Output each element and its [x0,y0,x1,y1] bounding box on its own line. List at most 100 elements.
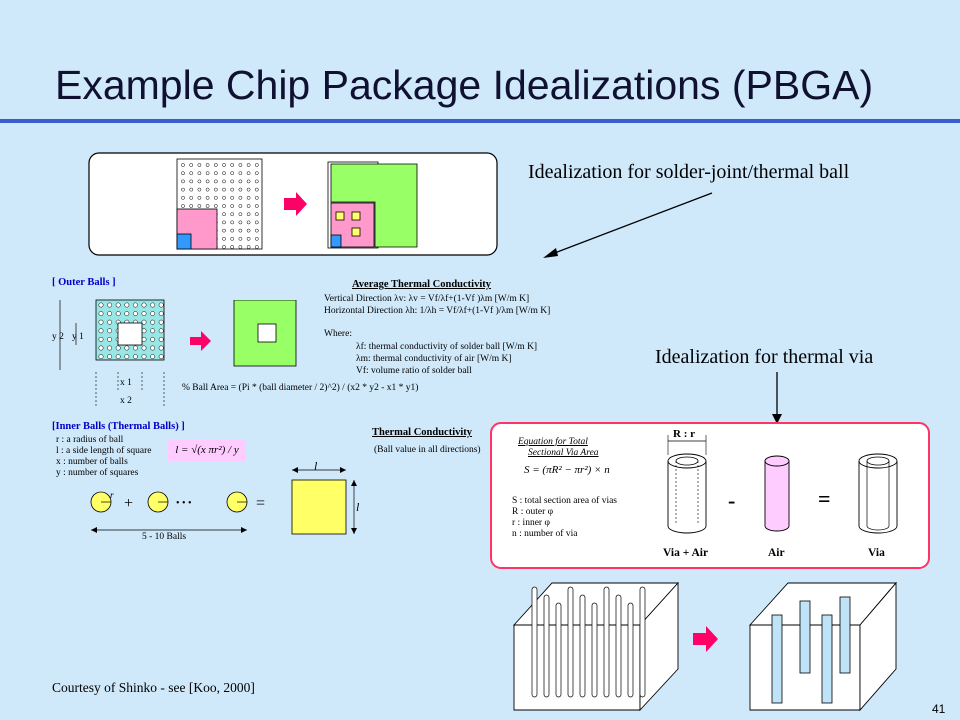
ball-dot [132,354,138,360]
outer-balls-heading: [ Outer Balls ] [52,277,116,288]
ball-dot [230,171,235,176]
via-def-s: S : total section area of vias [512,496,617,506]
ball-dot [158,336,164,342]
ball-dot [238,204,243,208]
ball-dot [115,354,121,360]
via-equation: S = (πR² − πr²) × n [524,464,610,476]
ball-dot [213,163,218,167]
ball-dot [98,328,104,334]
ball-dot [132,345,138,351]
dim-x2: x 2 [120,396,132,406]
ball-dot [238,163,243,167]
ball-dot [141,319,147,325]
ball-dot [222,236,226,241]
def-l: l : a side length of square [56,446,152,456]
def-vf: Vf: volume ratio of solder ball [356,366,472,376]
ball-dot [230,212,235,217]
ball-dot [98,336,104,342]
right-arrow-icon [190,331,211,351]
ball-dot [98,345,104,351]
ball-dot [115,311,121,317]
conductivity-horizontal: Horizontal Direction λh: 1/λh = Vf/λf+(1… [324,306,551,316]
ball-dot [107,328,113,334]
ball-dot [246,212,251,217]
square-side-right: l [356,500,360,514]
ball-dot [246,163,251,167]
via-label-air: Air [768,547,785,559]
ball-dot [238,236,243,241]
ball-dot [205,171,210,176]
ball-dot [230,195,235,200]
via-def-inner: r : inner φ [512,518,550,528]
ball-dot [197,187,202,192]
ball-dot [150,336,156,342]
ball-dot [205,179,210,184]
def-x: x : number of balls [56,457,128,467]
ball-dot [107,354,113,360]
ball-dot [254,220,259,225]
ball-dot [98,311,104,317]
via-rod [567,586,574,698]
ball-dot [230,179,235,184]
inner-balls-diagram [90,491,248,533]
ball-dot [238,245,243,249]
conductivity-vertical: Vertical Direction λv: λv = Vf/λf+(1-Vf … [324,294,530,304]
outer-balls-diagram [59,299,165,408]
ball-dot [189,179,194,184]
ball-dot [230,245,235,249]
def-lambda-m: λm: thermal conductivity of air [W/m K] [356,354,512,364]
ball-dot [230,236,235,241]
via-rod [591,602,598,698]
right-arrow-icon [284,192,307,216]
ball-dot [107,319,113,325]
ball-dot [205,163,210,167]
ball-dot [197,179,202,184]
credit-text: Courtesy of Shinko - see [Koo, 2000] [52,680,255,695]
inner-ball-formula: l = √(x πr²) / y [168,440,246,461]
ball-dot [246,204,251,208]
ball-dot [213,187,218,192]
ball-dot [222,212,226,217]
ball-dot [205,204,210,208]
ball-dot [238,220,243,225]
ball-dot [197,204,202,208]
via-rod [603,586,610,698]
via-label-via-air: Via + Air [663,547,709,559]
ball-dot [141,336,147,342]
ball-dot [254,187,259,192]
ball-dot [189,187,194,192]
inner-equals: = [256,495,266,512]
ball-dot [181,163,185,167]
ball-dot [222,179,226,184]
ball-dot [189,195,194,200]
ball-dot [181,187,185,192]
ball-dot [124,345,130,351]
via-eq-title-2: Sectional Via Area [528,448,599,458]
right-arrow-icon [693,626,718,652]
def-r: r : a radius of ball [56,435,124,445]
avg-conductivity-title: Average Thermal Conductivity [352,279,492,290]
ball-dot [150,354,156,360]
ball-dot [246,236,251,241]
ball-dot [254,171,259,176]
ball-dot [141,302,147,308]
ball-dot [205,187,210,192]
ball-dot [230,228,235,233]
ball-dot [213,195,218,200]
ball-dot [197,171,202,176]
ball-dot [238,212,243,217]
ball-dot [246,195,251,200]
dim-x1: x 1 [120,378,132,388]
ball-dot [150,311,156,317]
inner-plus: + [124,495,134,512]
ball-dot [150,302,156,308]
ball-dot [254,228,259,233]
via-def-n: n : number of via [512,529,578,539]
ball-dot [254,195,259,200]
via-equals: = [818,486,831,511]
via-def-outer: R : outer φ [512,507,554,517]
ball-dot [213,204,218,208]
ball-dot [254,179,259,184]
ball-dot [107,336,113,342]
ball-dot [98,354,104,360]
